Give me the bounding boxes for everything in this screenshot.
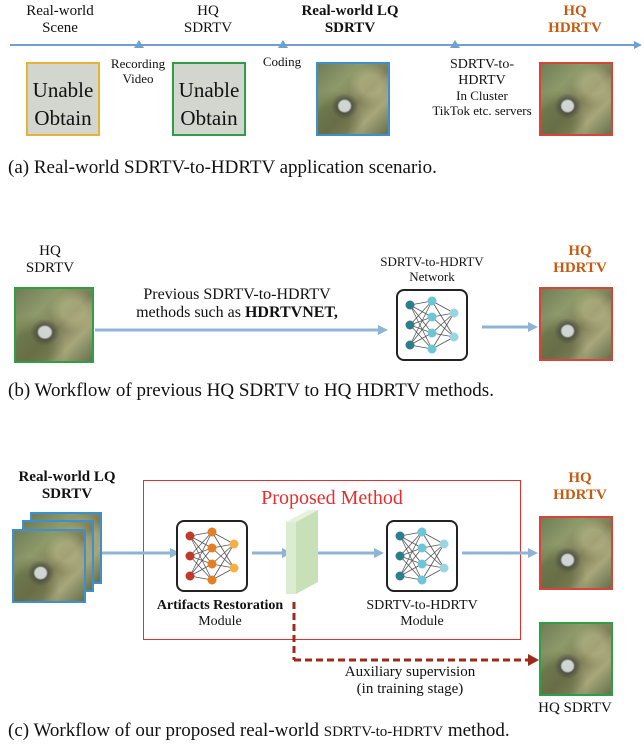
proposed-method-box <box>143 480 521 640</box>
hq-hdrtv-image-c <box>539 516 613 590</box>
previous-methods-text: Previous SDRTV-to-HDRTV methods such as … <box>136 286 338 322</box>
hq-sdrtv-image-b <box>14 287 94 363</box>
sdrtv-to-hdrtv-network-icon <box>386 520 458 592</box>
network-icon-b <box>396 289 468 361</box>
artifacts-restoration-network-icon <box>176 520 248 592</box>
proposed-method-title: Proposed Method <box>261 487 403 509</box>
step-cluster: SDRTV-to- HDRTV In Cluster TikTok etc. s… <box>432 57 532 119</box>
caption-b: (b) Workflow of previous HQ SDRTV to HQ … <box>8 380 494 401</box>
timeline-marker-coding <box>278 40 288 48</box>
label-c-hq-sdrtv: HQ SDRTV <box>538 700 612 716</box>
caption-a: (a) Real-world SDRTV-to-HDRTV applicatio… <box>8 157 437 178</box>
hq-hdrtv-image-b <box>539 287 613 361</box>
timeline-marker-cluster <box>450 40 460 48</box>
lq-sdrtv-image <box>316 62 390 136</box>
lq-frame-1 <box>12 529 86 603</box>
timeline-marker-recording <box>134 40 144 48</box>
feature-map <box>286 510 318 594</box>
auxiliary-supervision-label: Auxiliary supervision(in training stage) <box>344 664 476 698</box>
caption-c: (c) Workflow of our proposed real-world … <box>8 720 510 741</box>
timeline <box>10 40 642 49</box>
step-coding: Coding <box>262 54 302 69</box>
arrows-b <box>95 322 538 335</box>
arrows-c <box>102 548 539 666</box>
hq-hdrtv-image-a <box>539 62 613 136</box>
hq-sdrtv-image-c <box>539 622 613 696</box>
